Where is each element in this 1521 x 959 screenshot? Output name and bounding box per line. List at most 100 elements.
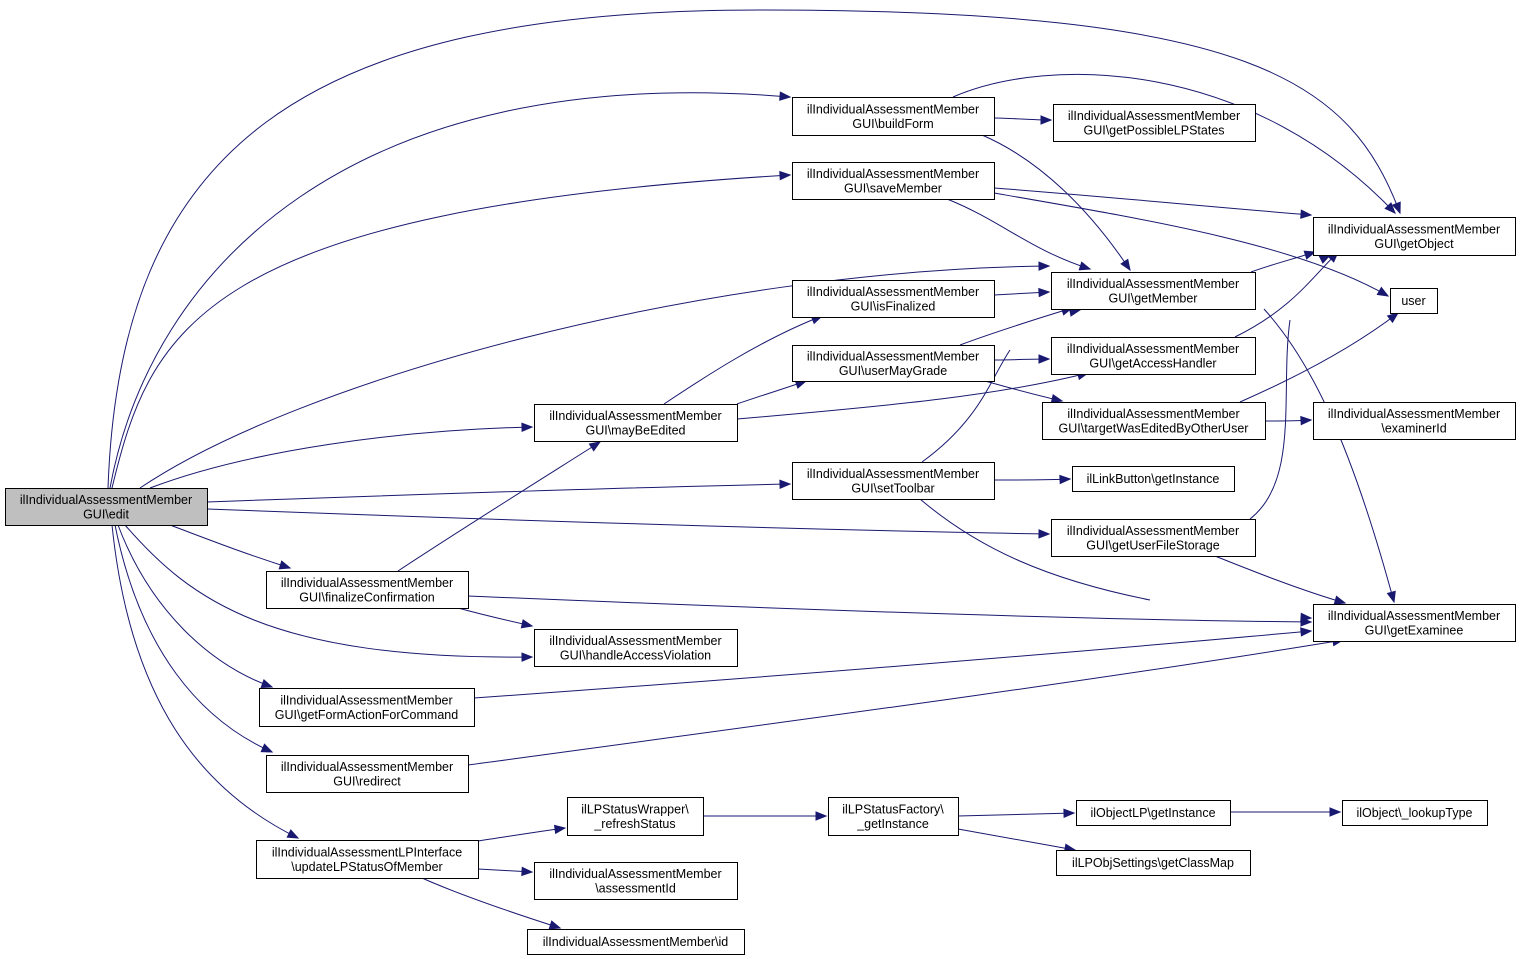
edge-line bbox=[206, 483, 791, 503]
edge-line bbox=[1239, 312, 1399, 403]
edge-updateLPStatus-to-assessmentId bbox=[477, 866, 534, 877]
edge-line bbox=[117, 524, 273, 688]
node-box[interactable] bbox=[534, 862, 738, 900]
node-targetWasEdited[interactable]: ilIndividualAssessmentMemberGUI\targetWa… bbox=[1042, 402, 1266, 440]
node-getClassMap[interactable]: ilLPObjSettings\getClassMap bbox=[1056, 850, 1251, 876]
edge-arrowhead bbox=[260, 679, 274, 688]
edge-arrowhead bbox=[1038, 354, 1051, 364]
node-box[interactable] bbox=[792, 462, 995, 500]
node-buildForm[interactable]: ilIndividualAssessmentMemberGUI\buildFor… bbox=[792, 97, 995, 136]
node-label-line: ilObject\_lookupType bbox=[1356, 806, 1472, 820]
node-setToolbar[interactable]: ilIndividualAssessmentMemberGUI\setToolb… bbox=[792, 462, 995, 500]
edge-buildForm-to-getObject bbox=[952, 73, 1396, 214]
edge-arrowhead bbox=[779, 91, 792, 101]
node-getExaminee[interactable]: ilIndividualAssessmentMemberGUI\getExami… bbox=[1313, 604, 1516, 642]
node-memberId[interactable]: ilIndividualAssessmentMember\id bbox=[527, 929, 745, 955]
edge-line bbox=[959, 307, 1073, 346]
node-box[interactable] bbox=[792, 97, 995, 136]
node-objectLP[interactable]: ilObjectLP\getInstance bbox=[1076, 800, 1231, 826]
edge-arrowhead bbox=[1038, 529, 1051, 539]
edge-arrowhead bbox=[1386, 590, 1396, 604]
node-getMember[interactable]: ilIndividualAssessmentMemberGUI\getMembe… bbox=[1051, 272, 1256, 310]
node-saveMember[interactable]: ilIndividualAssessmentMemberGUI\saveMemb… bbox=[792, 162, 995, 200]
edge-line bbox=[993, 187, 1312, 216]
node-box[interactable] bbox=[792, 280, 995, 318]
node-box[interactable] bbox=[527, 929, 745, 955]
node-getFormActionForCommand[interactable]: ilIndividualAssessmentMemberGUI\getFormA… bbox=[259, 688, 475, 727]
node-lookupType[interactable]: ilObject\_lookupType bbox=[1342, 800, 1488, 826]
edge-targetWasEdited-to-examinerId bbox=[1264, 415, 1313, 426]
edge-arrowhead bbox=[1300, 617, 1313, 627]
node-box[interactable] bbox=[1313, 217, 1516, 256]
node-box[interactable] bbox=[5, 488, 208, 526]
node-box[interactable] bbox=[1076, 800, 1231, 826]
node-box[interactable] bbox=[1051, 337, 1256, 375]
edge-arrowhead bbox=[1050, 394, 1064, 404]
node-label-line: ilIndividualAssessmentMember bbox=[280, 693, 452, 707]
node-box[interactable] bbox=[259, 688, 475, 727]
node-box[interactable] bbox=[1042, 402, 1266, 440]
node-box[interactable] bbox=[1390, 288, 1438, 314]
node-linkButton[interactable]: ilLinkButton\getInstance bbox=[1072, 466, 1235, 492]
edge-edit-to-redirect bbox=[114, 524, 274, 753]
edge-edit-to-mayBeEdited bbox=[149, 422, 534, 489]
edge-arrowhead bbox=[815, 811, 828, 821]
node-box[interactable] bbox=[1056, 850, 1251, 876]
node-box[interactable] bbox=[266, 755, 469, 793]
node-box[interactable] bbox=[1051, 272, 1256, 310]
node-box[interactable] bbox=[534, 629, 738, 667]
node-getPossibleLPStates[interactable]: ilIndividualAssessmentMemberGUI\getPossi… bbox=[1053, 104, 1256, 142]
edge-arrowhead bbox=[588, 441, 602, 452]
edge-line bbox=[952, 73, 1396, 214]
edge-arrowhead bbox=[779, 170, 792, 181]
node-examinerId[interactable]: ilIndividualAssessmentMember\examinerId bbox=[1313, 402, 1516, 440]
node-handleAccessViolation[interactable]: ilIndividualAssessmentMemberGUI\handleAc… bbox=[534, 629, 738, 667]
node-box[interactable] bbox=[1342, 800, 1488, 826]
node-getAccessHandler[interactable]: ilIndividualAssessmentMemberGUI\getAcces… bbox=[1051, 337, 1256, 375]
node-refreshStatus[interactable]: ilLPStatusWrapper\_refreshStatus bbox=[567, 797, 704, 836]
node-box[interactable] bbox=[1313, 402, 1516, 440]
edge-line bbox=[1249, 319, 1291, 520]
node-updateLPStatus[interactable]: ilIndividualAssessmentLPInterface\update… bbox=[256, 840, 479, 879]
edge-line bbox=[421, 877, 561, 929]
node-box[interactable] bbox=[792, 162, 995, 200]
edge-arrowhead bbox=[286, 829, 300, 839]
node-box[interactable] bbox=[1313, 604, 1516, 642]
edge-line bbox=[1263, 308, 1395, 603]
node-label-line: ilIndividualAssessmentMember bbox=[1328, 609, 1500, 623]
edge-finalizeConfirmation-to-handleAccessViolation bbox=[457, 607, 534, 629]
edge-edit-to-finalizeConfirmation bbox=[169, 524, 292, 570]
node-label-line: ilLPStatusWrapper\ bbox=[581, 802, 689, 816]
node-box[interactable] bbox=[567, 797, 704, 836]
edge-arrowhead bbox=[260, 743, 274, 753]
edge-edit-to-getFormActionForCommand bbox=[117, 524, 274, 688]
node-box[interactable] bbox=[828, 797, 959, 836]
node-box[interactable] bbox=[534, 404, 738, 442]
node-label-line: GUI\getObject bbox=[1374, 237, 1454, 251]
edge-arrowhead bbox=[779, 479, 792, 489]
node-isFinalized[interactable]: ilIndividualAssessmentMemberGUI\isFinali… bbox=[792, 280, 995, 318]
node-label-line: GUI\mayBeEdited bbox=[585, 423, 685, 437]
edge-arrowhead bbox=[1078, 261, 1092, 271]
node-box[interactable] bbox=[1051, 519, 1256, 557]
node-label-line: ilIndividualAssessmentMember bbox=[1068, 109, 1240, 123]
node-box[interactable] bbox=[1053, 104, 1256, 142]
node-label-line: ilIndividualAssessmentMember bbox=[281, 576, 453, 590]
node-getObject[interactable]: ilIndividualAssessmentMemberGUI\getObjec… bbox=[1313, 217, 1516, 256]
node-getUserFileStorage[interactable]: ilIndividualAssessmentMemberGUI\getUserF… bbox=[1051, 519, 1256, 557]
node-finalizeConfirmation[interactable]: ilIndividualAssessmentMemberGUI\finalize… bbox=[266, 571, 469, 609]
node-user[interactable]: user bbox=[1390, 288, 1438, 314]
node-userMayGrade[interactable]: ilIndividualAssessmentMemberGUI\userMayG… bbox=[792, 345, 995, 382]
node-box[interactable] bbox=[792, 345, 995, 382]
node-label-line: GUI\targetWasEditedByOtherUser bbox=[1059, 421, 1249, 435]
node-box[interactable] bbox=[266, 571, 469, 609]
node-assessmentId[interactable]: ilIndividualAssessmentMember\assessmentI… bbox=[534, 862, 738, 900]
node-box[interactable] bbox=[1072, 466, 1235, 492]
node-mayBeEdited[interactable]: ilIndividualAssessmentMemberGUI\mayBeEdi… bbox=[534, 404, 738, 442]
node-box[interactable] bbox=[256, 840, 479, 879]
node-lpStatusFactory[interactable]: ilLPStatusFactory\_getInstance bbox=[828, 797, 959, 836]
edge-objectLP-to-lookupType bbox=[1230, 807, 1342, 817]
